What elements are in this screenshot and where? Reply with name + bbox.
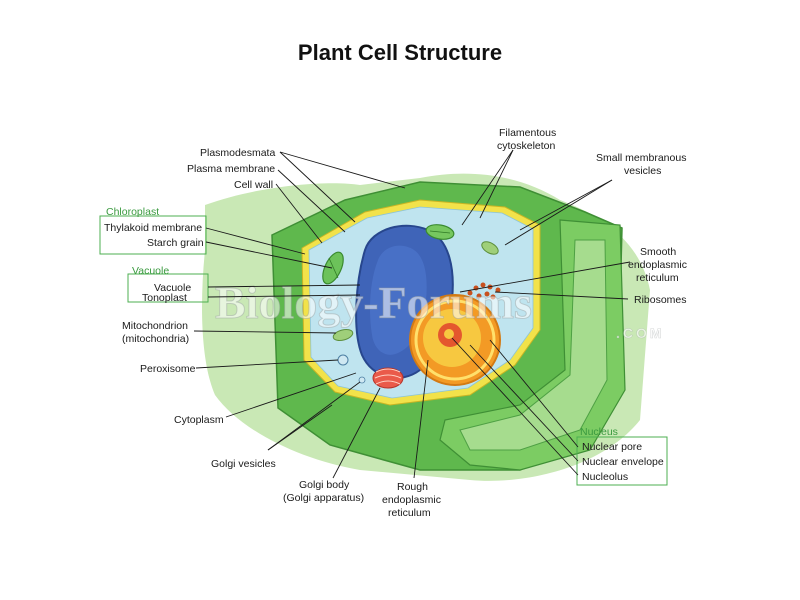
mitochondrion-shape	[332, 329, 354, 341]
label-vesicles: vesicles	[624, 165, 661, 177]
label-plasmodesmata: Plasmodesmata	[200, 147, 275, 159]
label-smooth-er-1: Smooth	[640, 246, 676, 258]
adjacent-cell-inner	[459, 239, 608, 451]
label-rough-er-2: endoplasmic	[382, 494, 441, 506]
label-rough-er-1: Rough	[397, 481, 428, 493]
label-smooth-er-2: endoplasmic	[628, 259, 687, 271]
watermark-main: Biology-Forums	[215, 277, 532, 328]
label-thylakoid-membrane: Thylakoid membrane	[104, 222, 202, 234]
label-mitochondria: (mitochondria)	[122, 333, 189, 345]
label-smooth-er-3: reticulum	[636, 272, 679, 284]
ribosomes-cluster	[467, 282, 501, 300]
group-label-chloroplast: Chloroplast	[106, 206, 159, 218]
label-cell-wall: Cell wall	[234, 179, 273, 191]
label-nucleolus: Nucleolus	[582, 471, 628, 483]
label-vacuole: Vacuole	[154, 282, 191, 294]
label-tonoplast: Tonoplast	[142, 292, 187, 304]
label-rough-er-3: reticulum	[388, 507, 431, 519]
label-mitochondrion: Mitochondrion	[122, 320, 188, 332]
page-title: Plant Cell Structure	[297, 40, 503, 65]
golgi-vesicle	[358, 376, 366, 384]
chloroplast-1	[322, 251, 344, 285]
label-filamentous: Filamentous	[499, 127, 556, 139]
peroxisome-shape	[337, 354, 349, 366]
mitochondrion-shape-2	[481, 241, 499, 255]
label-plasma-membrane: Plasma membrane	[187, 163, 275, 175]
vacuole-group-box	[127, 273, 209, 303]
label-golgi-body: Golgi body	[299, 479, 350, 491]
group-label-nucleus: Nucleus	[580, 426, 618, 438]
label-peroxisome: Peroxisome	[140, 363, 196, 375]
label-starch-grain: Starch grain	[147, 237, 204, 249]
chloroplast-2	[425, 224, 455, 240]
label-nuclear-envelope: Nuclear envelope	[582, 456, 664, 468]
leader-lines	[193, 149, 631, 479]
label-cytoplasm: Cytoplasm	[174, 414, 224, 426]
watermark-sub: .COM	[616, 325, 665, 341]
label-nuclear-pore: Nuclear pore	[582, 441, 642, 453]
group-label-vacuole: Vacuole	[132, 265, 169, 277]
nucleus-group-box	[576, 436, 668, 486]
label-small-vesicles: Small membranous	[596, 152, 686, 164]
golgi-body-shape	[372, 367, 404, 389]
label-golgi-apparatus: (Golgi apparatus)	[283, 492, 364, 504]
label-ribosomes: Ribosomes	[634, 294, 687, 306]
label-cytoskeleton: cytoskeleton	[497, 140, 556, 152]
chloroplast-group-box	[99, 215, 207, 255]
label-golgi-vesicles: Golgi vesicles	[211, 458, 276, 470]
